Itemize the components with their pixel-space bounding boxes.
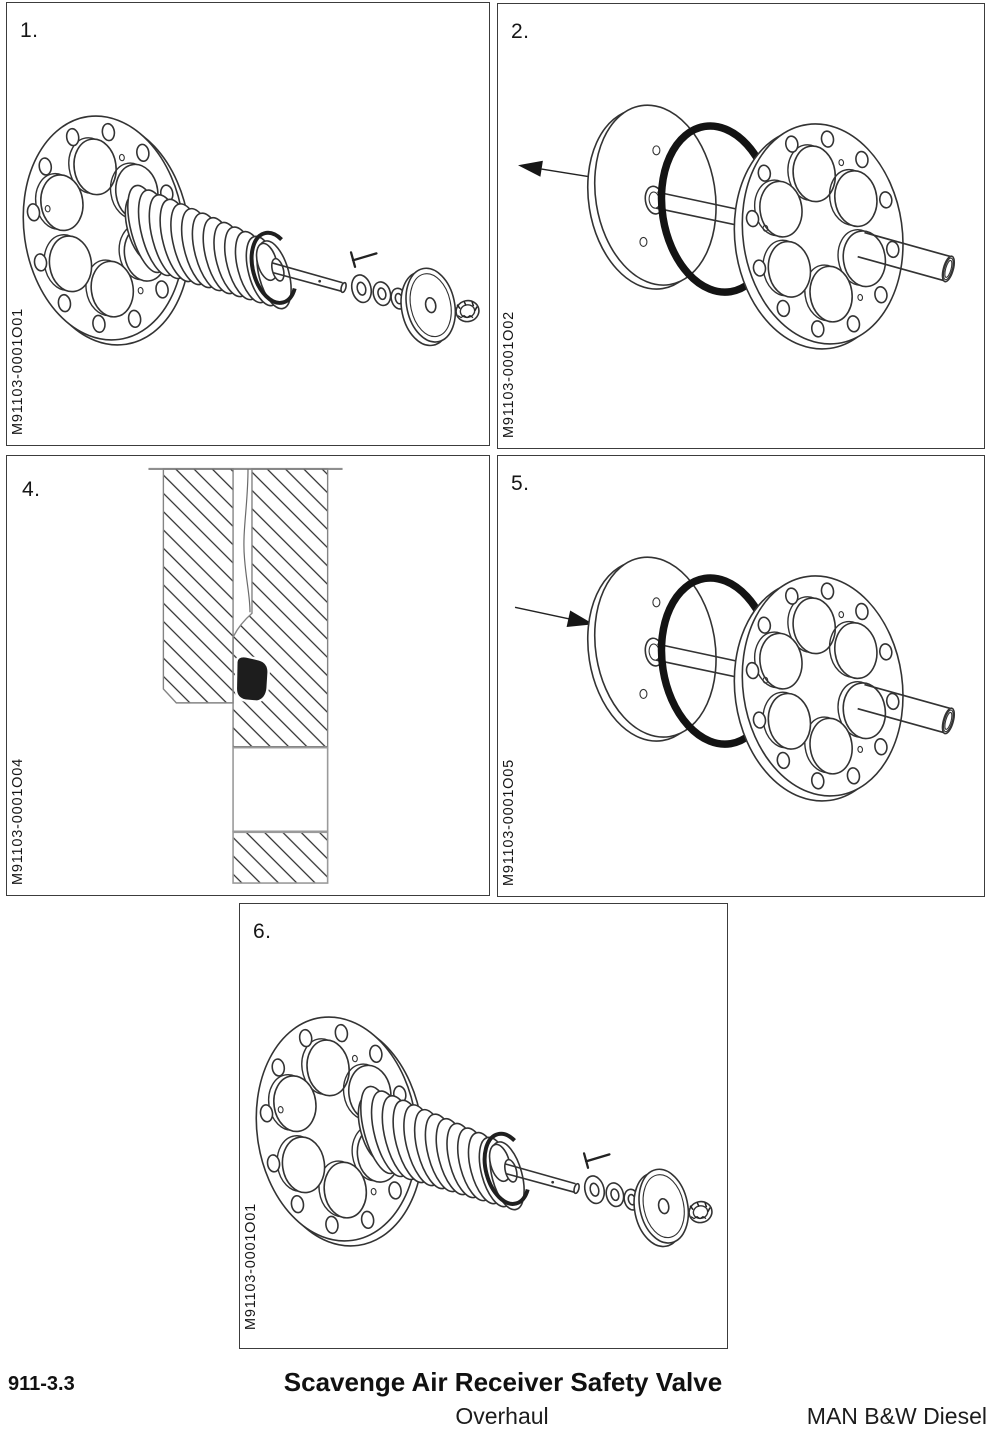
seal-cross-section-drawing <box>148 467 343 884</box>
figure-panel-step-6: 6. M91103-0001O01 <box>239 903 728 1349</box>
figure-code: M91103-0001O02 <box>501 310 517 438</box>
figure-code: M91103-0001O05 <box>501 758 517 886</box>
step-number: 5. <box>511 472 530 495</box>
figure-panel-step-2: 2. M91103-0001O02 <box>497 3 985 449</box>
valve-assembly-drawing <box>240 1004 716 1259</box>
figure-code: M91103-0001O01 <box>243 1202 259 1330</box>
step-number: 4. <box>22 478 41 501</box>
arrow-left-icon <box>518 160 595 179</box>
figure-code: M91103-0001O04 <box>10 757 26 885</box>
valve-assembly-drawing <box>7 103 483 358</box>
step-number: 1. <box>20 19 39 42</box>
disc-oring-flange-drawing <box>518 4 984 448</box>
figure-panel-step-1: 1. M91103-0001O01 <box>6 2 490 446</box>
page-subtitle: Overhaul <box>455 1403 549 1429</box>
step-number: 2. <box>511 20 530 43</box>
disc-oring-flange-drawing <box>514 456 984 896</box>
arrow-right-icon <box>514 606 594 628</box>
section-number: 911-3.3 <box>8 1373 75 1395</box>
figure-code: M91103-0001O01 <box>10 307 26 435</box>
brand-name: MAN B&W Diesel <box>806 1403 987 1429</box>
seal-ring-cross-section <box>237 657 268 701</box>
figure-panel-step-5: 5. M91103-0001O05 <box>497 455 985 897</box>
step-number: 6. <box>253 920 272 943</box>
figure-panel-step-4: 4. M91103-0001O04 <box>6 455 490 896</box>
page-title: Scavenge Air Receiver Safety Valve <box>283 1367 723 1397</box>
